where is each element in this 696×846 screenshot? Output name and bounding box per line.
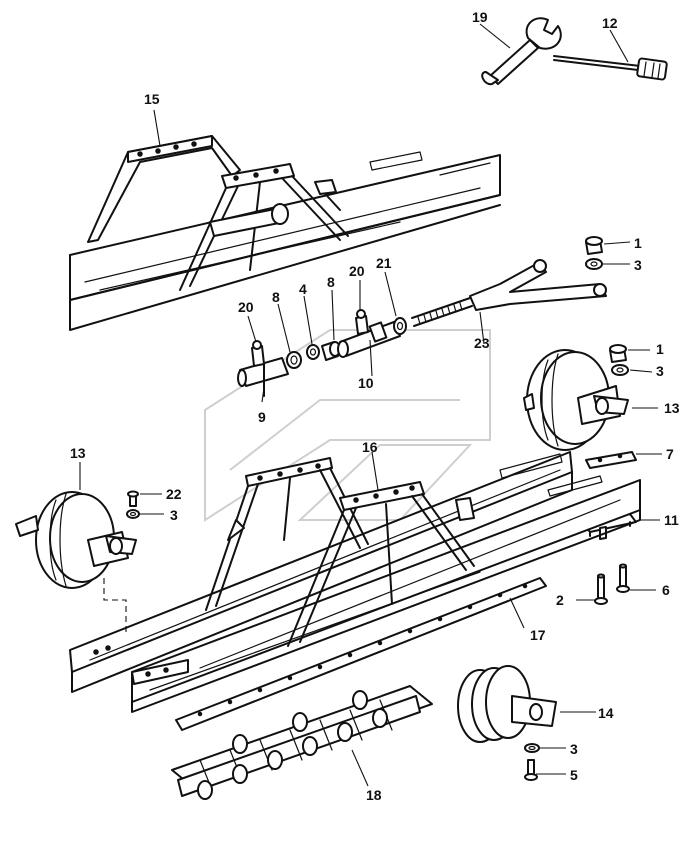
callout-5: 5	[570, 767, 578, 783]
callout-20b: 20	[349, 263, 365, 279]
idler-wheel-left-13	[15, 491, 137, 589]
roller-14	[457, 665, 557, 743]
bolt-2	[594, 573, 608, 605]
callout-18: 18	[366, 787, 382, 803]
callout-8a: 8	[272, 289, 280, 305]
track-chain-18	[171, 685, 433, 800]
washer-3c	[126, 509, 140, 519]
callout-21: 21	[376, 255, 392, 271]
callout-3b: 3	[656, 363, 664, 379]
callout-13-right: 13	[664, 400, 680, 416]
grease-cylinder-9	[237, 357, 289, 397]
callout-20a: 20	[238, 299, 254, 315]
watermark-logo	[204, 329, 491, 522]
callout-13-left: 13	[70, 445, 86, 461]
bolt-22	[127, 490, 139, 507]
callout-22: 22	[166, 486, 182, 502]
callout-12: 12	[602, 15, 618, 31]
cap-1b	[609, 344, 627, 363]
callout-23: 23	[474, 335, 490, 351]
callout-1a: 1	[634, 235, 642, 251]
cap-1a	[585, 236, 603, 255]
callout-3c: 3	[170, 507, 178, 523]
plate-7	[585, 451, 637, 469]
callout-15: 15	[144, 91, 160, 107]
callout-19: 19	[472, 9, 488, 25]
leader-lines	[79, 23, 662, 787]
nut-21	[393, 317, 407, 335]
lower-track-frame	[69, 451, 641, 713]
grease-nipple-20a	[251, 340, 265, 367]
grease-nipple-20b	[355, 309, 369, 335]
callout-labels: 19 12 15 1 3 20 21 8 4 8 20 23 1 3 10 9 …	[70, 9, 680, 803]
callout-16: 16	[362, 439, 378, 455]
callout-6: 6	[662, 582, 670, 598]
wrench-tool	[481, 17, 562, 86]
callout-9: 9	[258, 409, 266, 425]
bolt-5	[524, 759, 538, 781]
bolt-6	[616, 563, 630, 593]
callout-11: 11	[664, 512, 679, 528]
callout-2: 2	[556, 592, 564, 608]
callout-7: 7	[666, 446, 674, 462]
upper-track-frame	[69, 135, 501, 331]
seal-8a	[286, 351, 302, 369]
callout-14: 14	[598, 705, 614, 721]
washer-3b	[611, 364, 629, 376]
guide-strip-17	[175, 577, 547, 731]
washer-3d	[524, 743, 540, 753]
callout-1b: 1	[656, 341, 664, 357]
callout-8b: 8	[327, 274, 335, 290]
callout-10: 10	[358, 375, 374, 391]
mount-dash-line	[103, 578, 127, 636]
ring-4	[306, 344, 320, 360]
callout-3d: 3	[570, 741, 578, 757]
callout-4: 4	[299, 281, 307, 297]
washer-3a	[585, 258, 603, 270]
callout-3a: 3	[634, 257, 642, 273]
pin-rod-tool	[553, 55, 668, 81]
idler-wheel-right-13	[523, 349, 629, 451]
tension-fork-23	[411, 259, 607, 327]
piston-10	[337, 321, 401, 358]
callout-17: 17	[530, 627, 546, 643]
